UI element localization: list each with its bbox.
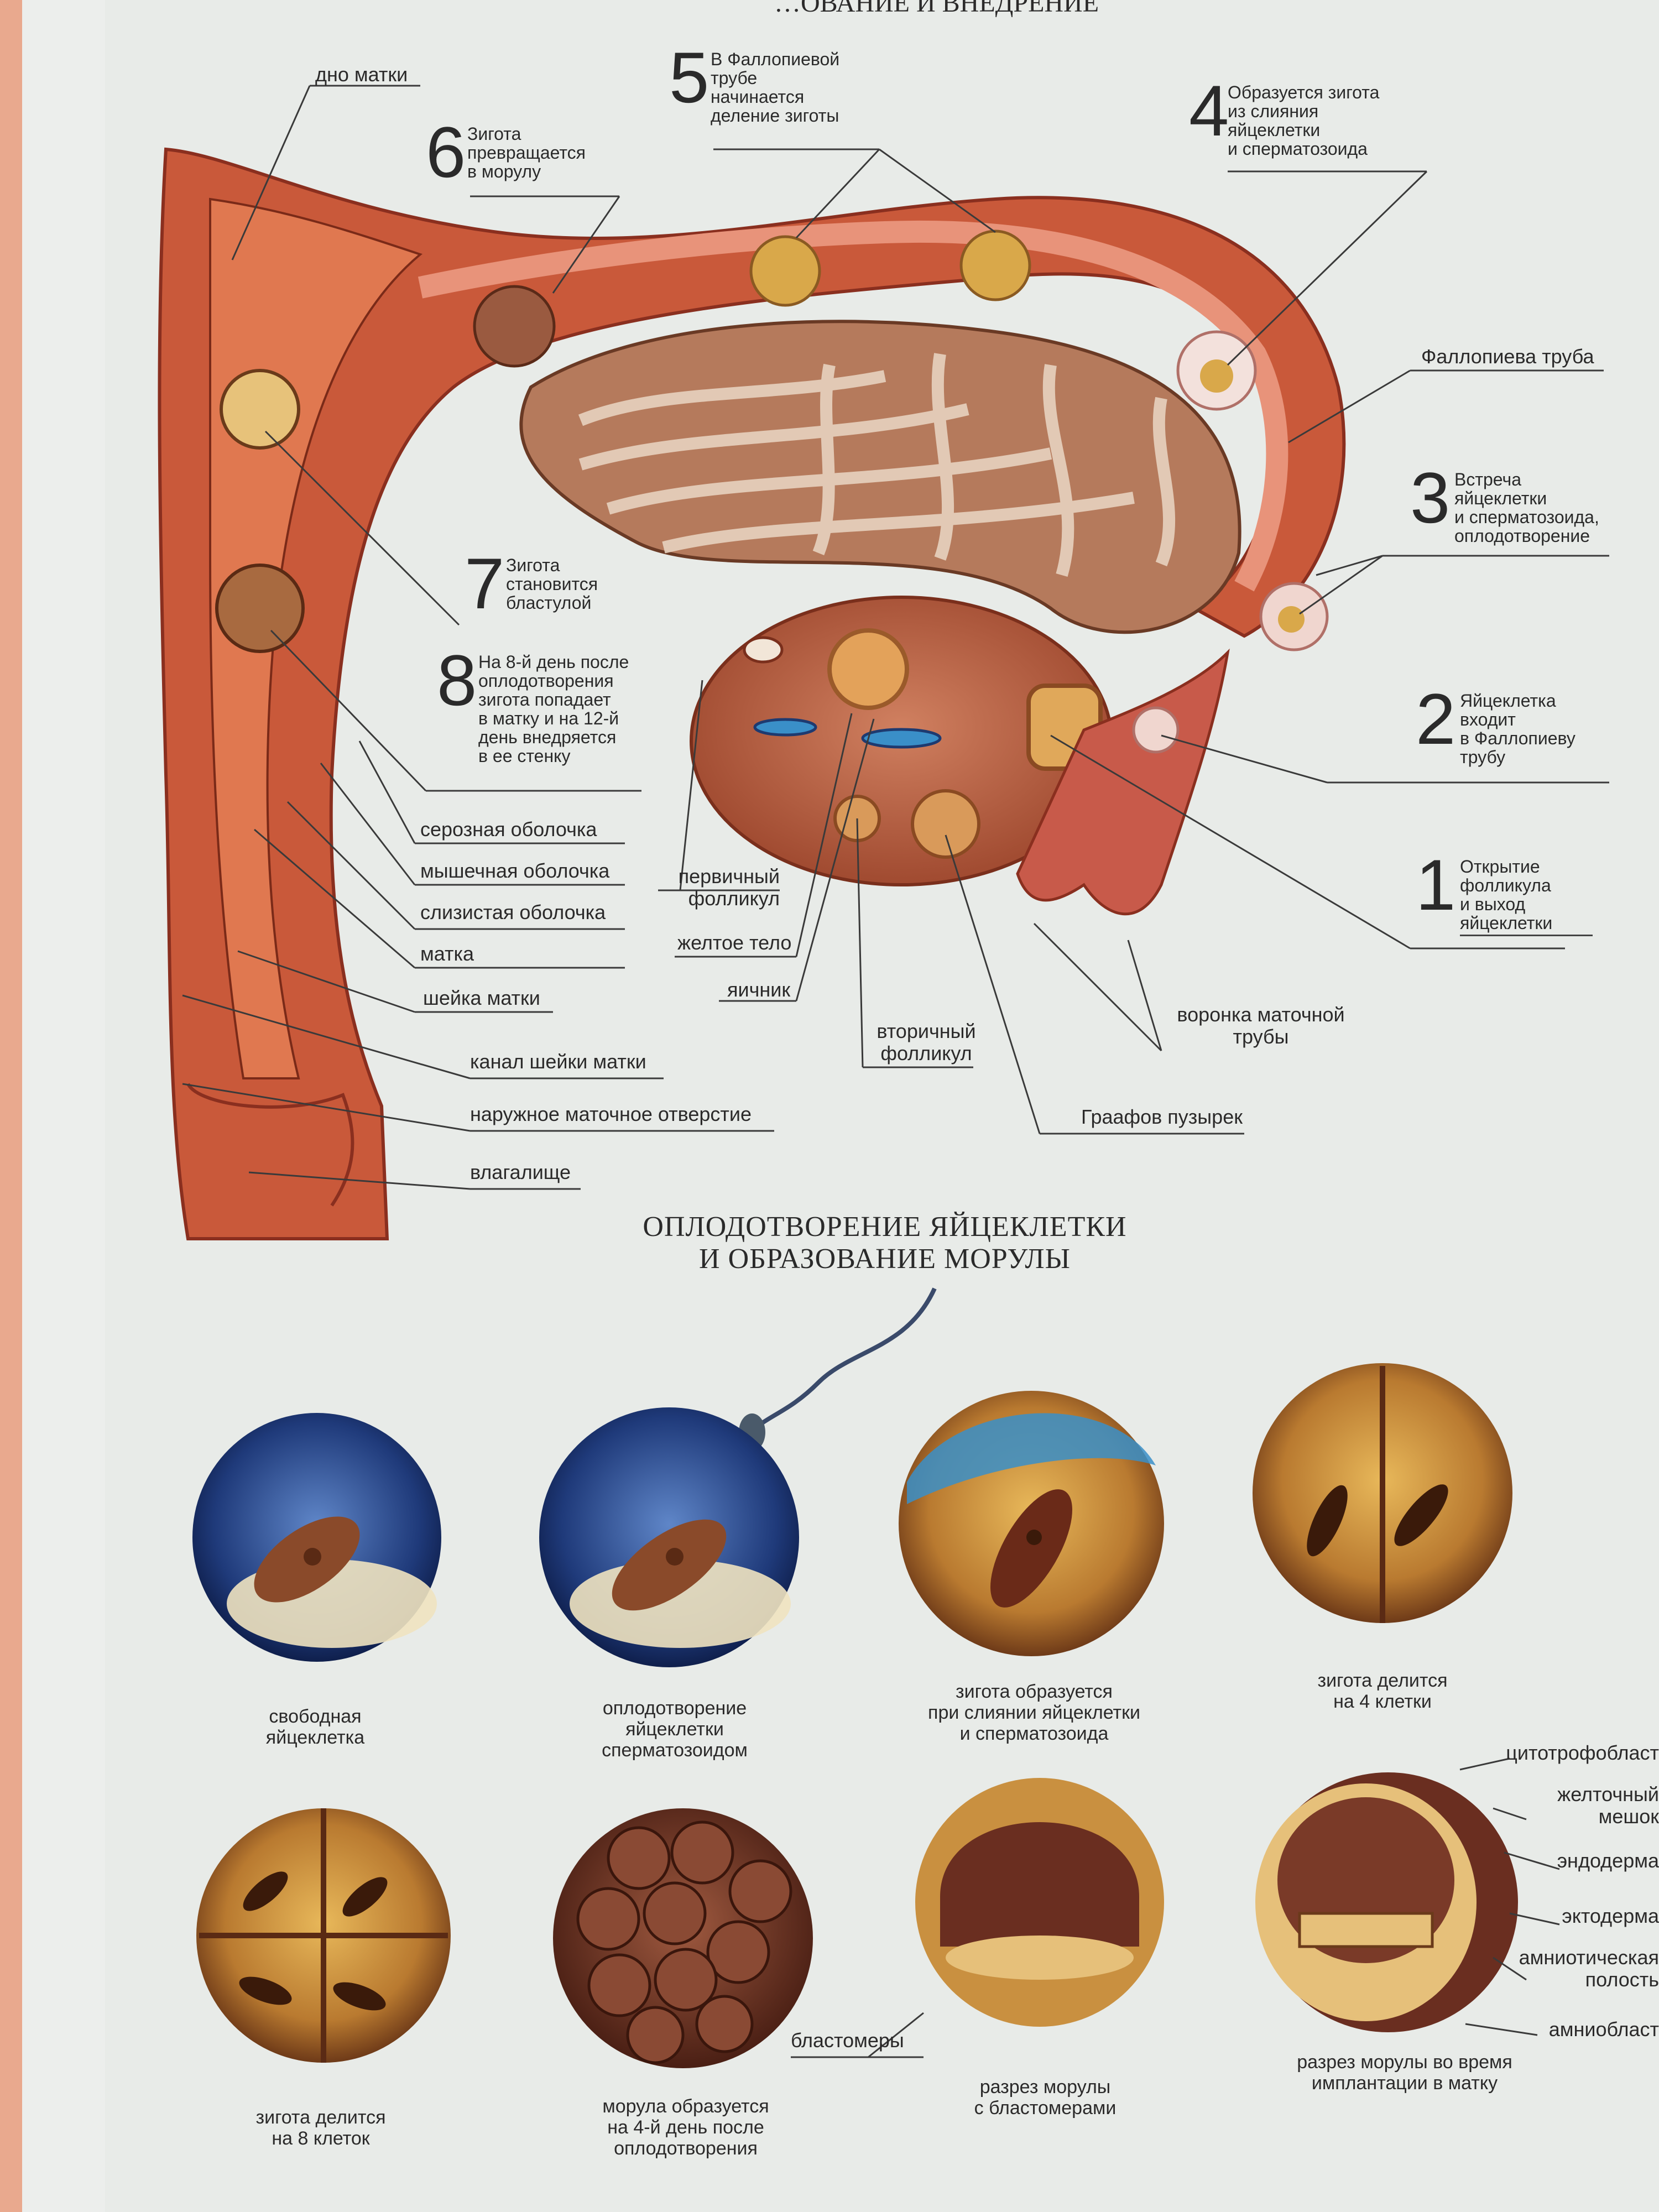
- corpus-luteum: [827, 628, 909, 710]
- step-number: 5: [669, 37, 709, 118]
- cleavage-5b: [749, 235, 821, 307]
- stage-caption-7: разрез морулы с бластомерами: [974, 2077, 1117, 2119]
- cervix: [186, 1083, 354, 1207]
- section-title: ОПЛОДОТВОРЕНИЕ ЯЙЦЕКЛЕТКИ И ОБРАЗОВАНИЕ …: [643, 1211, 1127, 1275]
- step-number: 7: [465, 543, 505, 624]
- label-fallopian-tube: Фаллопиева труба: [1421, 345, 1594, 368]
- label-graafian-follicle: Граафов пузырек: [1081, 1105, 1243, 1128]
- stage-caption-1: свободная яйцеклетка: [265, 1706, 365, 1748]
- stage-caption-4: зигота делится на 4 клетки: [1317, 1670, 1448, 1712]
- step-text: На 8-й день после оплодотворения зигота …: [478, 652, 629, 766]
- step-number: 8: [437, 640, 477, 721]
- label-cervix: шейка матки: [423, 987, 540, 1009]
- step-text: Зигота становится бластулой: [506, 555, 598, 613]
- label-mucosa: слизистая оболочка: [420, 901, 606, 924]
- label-cytotrophoblast: цитотрофобласт: [1506, 1741, 1659, 1764]
- label-external-os: наружное маточное отверстие: [470, 1103, 752, 1125]
- label-ectoderm: эктодерма: [1562, 1905, 1659, 1927]
- egg-2: [1132, 706, 1180, 754]
- header-fragment: …ОВАНИЕ И ВНЕДРЕНИЕ: [774, 0, 1099, 18]
- label-yolk-sac: желточный мешок: [1557, 1783, 1659, 1828]
- label-fundus: дно матки: [315, 63, 408, 86]
- stage-caption-3: зигота образуется при слиянии яйцеклетки…: [928, 1681, 1140, 1744]
- stage-caption-2: оплодотворение яйцеклетки сперматозоидом: [602, 1698, 748, 1761]
- step-text: Зигота превращается в морулу: [467, 124, 586, 181]
- label-secondary-follicle: вторичный фолликул: [877, 1020, 976, 1065]
- morula-6: [473, 285, 556, 368]
- blastula-7: [220, 369, 300, 450]
- step-number: 1: [1416, 844, 1456, 925]
- stage-caption-6: морула образуется на 4-й день после опло…: [602, 2096, 769, 2159]
- cleavage-5a: [959, 229, 1031, 301]
- step-number: 3: [1410, 457, 1451, 538]
- left-page-sheet: [22, 0, 105, 2212]
- label-muscle-layer: мышечная оболочка: [420, 859, 610, 882]
- label-amnioblast: амниобласт: [1548, 2018, 1659, 2041]
- step-number: 4: [1189, 70, 1229, 151]
- step-text: Встреча яйцеклетки и сперматозоида, опло…: [1454, 469, 1599, 546]
- label-amniotic-cavity: амниотическая полость: [1519, 1946, 1659, 1991]
- label-blastomeres: бластомеры: [791, 2029, 904, 2052]
- label-serosa: серозная оболочка: [420, 818, 597, 841]
- label-corpus-luteum: желтое тело: [677, 931, 792, 954]
- label-vagina: влагалище: [470, 1161, 571, 1183]
- implantation-8: [215, 564, 305, 653]
- label-infundibulum: воронка маточной трубы: [1177, 1003, 1345, 1048]
- step-text: Открытие фолликула и выход яйцеклетки: [1460, 857, 1593, 936]
- label-uterus: матка: [420, 942, 474, 965]
- label-ovary: яичник: [727, 978, 791, 1001]
- step-number: 2: [1416, 679, 1456, 759]
- step-number: 6: [426, 112, 466, 192]
- step-text: В Фаллопиевой трубе начинается деление з…: [711, 49, 840, 126]
- step-text: Яйцеклетка входит в Фаллопиеву трубу: [1460, 691, 1575, 767]
- stage-caption-8: разрез морулы во время имплантации в мат…: [1297, 2052, 1512, 2094]
- label-cervical-canal: канал шейки матки: [470, 1050, 646, 1073]
- step-text: Образуется зигота из слияния яйцеклетки …: [1228, 82, 1380, 159]
- fallopian-tube-lumen: [418, 220, 1288, 592]
- label-endoderm: эндодерма: [1557, 1849, 1659, 1872]
- sperm-tail: [744, 1287, 937, 1439]
- label-primary-follicle: первичный фолликул: [678, 865, 780, 910]
- left-page-edge: [0, 0, 22, 2212]
- stage-caption-5: зигота делится на 8 клеток: [255, 2107, 386, 2149]
